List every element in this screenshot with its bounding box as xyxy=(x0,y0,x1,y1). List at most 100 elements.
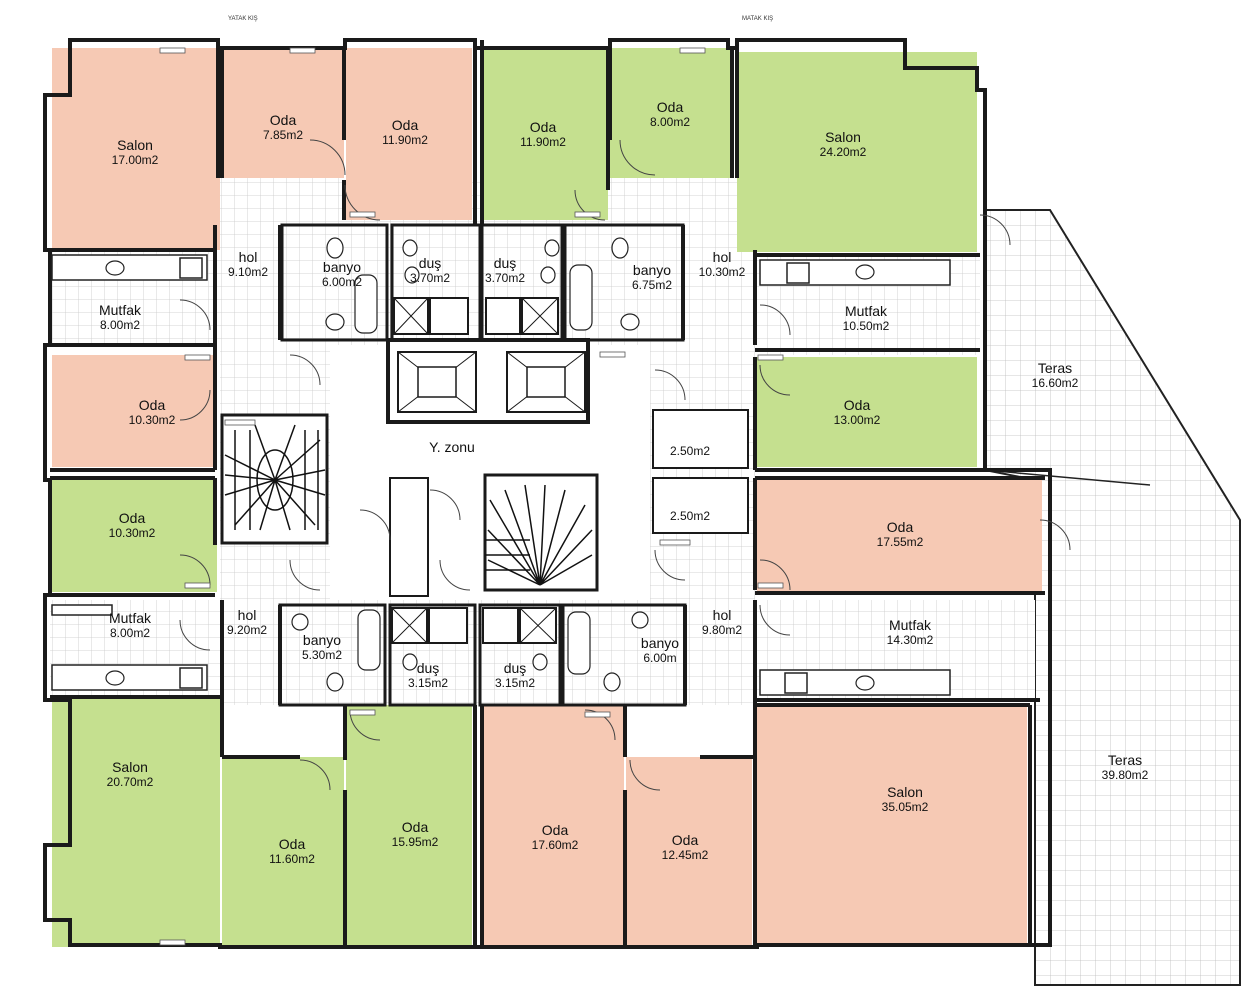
room-area-salon-ne: 24.20m2 xyxy=(820,145,867,159)
room-area-dus-n2: 3.70m2 xyxy=(485,271,525,285)
room-salon-sw xyxy=(52,697,220,947)
room-area-oda-s3: 17.60m2 xyxy=(532,838,579,852)
room-name-banyo-nw: banyo xyxy=(323,259,361,275)
room-name-mutfak-nw: Mutfak xyxy=(99,302,142,318)
room-name-salon-se: Salon xyxy=(887,784,923,800)
room-salon-nw xyxy=(52,48,220,250)
room-name-banyo-se: banyo xyxy=(641,635,679,651)
room-name-dus-s1: duş xyxy=(417,660,440,676)
room-area-oda-s2: 15.95m2 xyxy=(392,835,439,849)
dimension-marks xyxy=(159,47,784,946)
staircase-core xyxy=(485,484,593,586)
room-name-banyo-ne: banyo xyxy=(633,262,671,278)
room-name-salon-ne: Salon xyxy=(825,129,861,145)
room-area-teras-1: 16.60m2 xyxy=(1032,376,1079,390)
room-oda-n2 xyxy=(346,48,472,220)
room-area-oda-n1: 7.85m2 xyxy=(263,128,303,142)
room-area-banyo-ne: 6.75m2 xyxy=(632,278,672,292)
room-area-hol-nw: 9.10m2 xyxy=(228,265,268,279)
room-area-banyo-se: 6.00m xyxy=(643,651,676,665)
top-labels: YATAK KIŞ MATAK KIŞ xyxy=(228,16,773,22)
room-name-hol-nw: hol xyxy=(239,249,258,265)
room-fills xyxy=(52,48,1042,947)
room-area-hol-se: 9.80m2 xyxy=(702,623,742,637)
room-name-oda-n3: Oda xyxy=(530,119,557,135)
room-area-dus-s1: 3.15m2 xyxy=(408,676,448,690)
room-oda-s1 xyxy=(222,757,344,947)
room-area-oda-s4: 12.45m2 xyxy=(662,848,709,862)
room-name-oda-e2: Oda xyxy=(887,519,914,535)
top-label-left: YATAK KIŞ xyxy=(228,16,258,22)
room-area-salon-sw: 20.70m2 xyxy=(107,775,154,789)
room-name-yzonu: Y. zonu xyxy=(429,439,475,455)
room-name-oda-s1: Oda xyxy=(279,836,306,852)
room-name-oda-n1: Oda xyxy=(270,112,297,128)
room-name-oda-n4: Oda xyxy=(657,99,684,115)
room-name-hol-ne: hol xyxy=(713,249,732,265)
room-name-oda-s3: Oda xyxy=(542,822,569,838)
room-name-teras-1: Teras xyxy=(1038,360,1072,376)
room-name-mutfak-sw: Mutfak xyxy=(109,610,152,626)
room-area-mutfak-ne: 10.50m2 xyxy=(843,319,890,333)
room-area-oda-n2: 11.90m2 xyxy=(382,133,428,147)
room-area-wc-2: 2.50m2 xyxy=(670,509,710,523)
room-name-dus-n2: duş xyxy=(494,255,517,271)
room-area-salon-se: 35.05m2 xyxy=(882,800,929,814)
room-name-salon-nw: Salon xyxy=(117,137,153,153)
room-area-oda-wg: 10.30m2 xyxy=(109,526,156,540)
room-area-mutfak-se: 14.30m2 xyxy=(887,633,934,647)
room-area-dus-s2: 3.15m2 xyxy=(495,676,535,690)
room-labels: Salon17.00m2Oda7.85m2Oda11.90m2Oda11.90m… xyxy=(99,99,1149,866)
room-area-oda-s1: 11.60m2 xyxy=(269,852,315,866)
room-name-hol-se: hol xyxy=(713,607,732,623)
room-name-oda-n2: Oda xyxy=(392,117,419,133)
room-name-hol-sw: hol xyxy=(238,607,257,623)
room-area-teras-2: 39.80m2 xyxy=(1102,768,1149,782)
room-area-dus-n1: 3.70m2 xyxy=(410,271,450,285)
room-name-oda-wg: Oda xyxy=(119,510,146,526)
room-area-wc-1: 2.50m2 xyxy=(670,444,710,458)
top-label-right: MATAK KIŞ xyxy=(742,16,773,22)
room-oda-n3 xyxy=(484,48,608,220)
room-oda-e2 xyxy=(757,478,1042,591)
room-area-banyo-sw: 5.30m2 xyxy=(302,648,342,662)
room-area-oda-e2: 17.55m2 xyxy=(877,535,924,549)
room-oda-n1 xyxy=(222,48,344,178)
room-area-hol-ne: 10.30m2 xyxy=(699,265,746,279)
room-area-hol-sw: 9.20m2 xyxy=(227,623,267,637)
room-area-oda-e1: 13.00m2 xyxy=(834,413,881,427)
room-salon-se xyxy=(757,705,1027,947)
room-name-oda-e1: Oda xyxy=(844,397,871,413)
room-name-banyo-sw: banyo xyxy=(303,632,341,648)
room-area-oda-wp: 10.30m2 xyxy=(129,413,176,427)
walls xyxy=(43,38,1052,949)
room-area-oda-n3: 11.90m2 xyxy=(520,135,566,149)
room-name-dus-n1: duş xyxy=(419,255,442,271)
room-salon-ne xyxy=(737,52,977,252)
sanitary-fixtures xyxy=(105,237,875,692)
room-oda-s2 xyxy=(346,705,472,947)
room-name-mutfak-ne: Mutfak xyxy=(845,303,888,319)
room-area-mutfak-nw: 8.00m2 xyxy=(100,318,140,332)
room-name-oda-s2: Oda xyxy=(402,819,429,835)
room-name-mutfak-se: Mutfak xyxy=(889,617,932,633)
staircase-west xyxy=(224,424,326,531)
room-oda-e1 xyxy=(757,357,977,467)
room-oda-wg xyxy=(52,480,217,592)
room-name-dus-s2: duş xyxy=(504,660,527,676)
core-block xyxy=(220,223,749,707)
room-oda-wp xyxy=(52,355,217,467)
door-swings xyxy=(179,139,1071,791)
room-area-mutfak-sw: 8.00m2 xyxy=(110,626,150,640)
room-area-banyo-nw: 6.00m2 xyxy=(322,275,362,289)
room-name-oda-s4: Oda xyxy=(672,832,699,848)
kitchen-counters xyxy=(51,254,951,696)
room-oda-s4 xyxy=(626,757,752,947)
room-area-salon-nw: 17.00m2 xyxy=(112,153,159,167)
room-oda-n4 xyxy=(610,48,730,178)
room-name-salon-sw: Salon xyxy=(112,759,148,775)
room-name-teras-2: Teras xyxy=(1108,752,1142,768)
room-oda-s3 xyxy=(484,705,624,947)
room-name-oda-wp: Oda xyxy=(139,397,166,413)
